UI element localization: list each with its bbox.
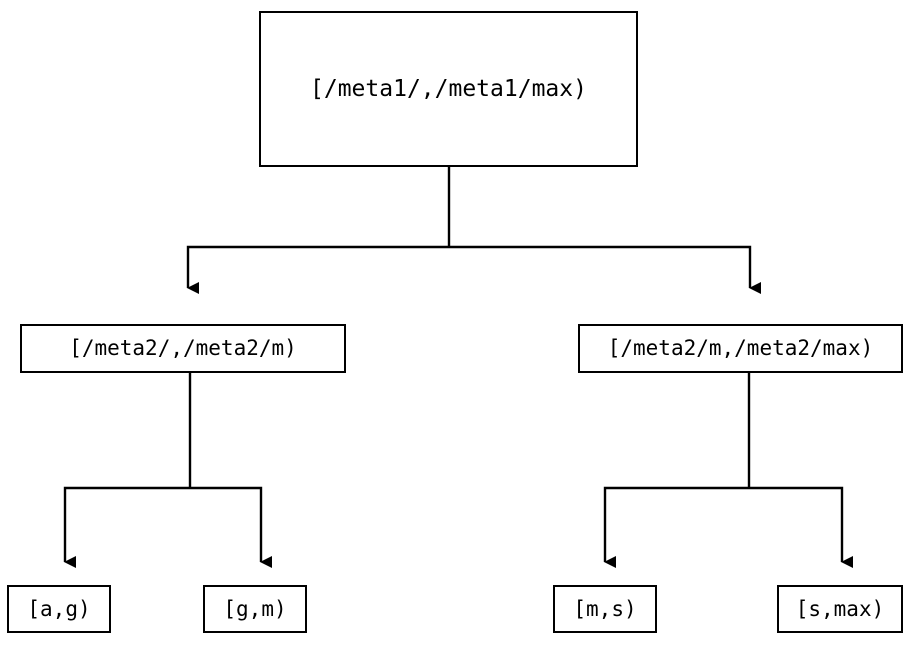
tree-node-leaf-gm-label: [g,m) — [223, 596, 287, 621]
edge-root-to-mid-right — [449, 245, 761, 294]
tree-node-mid-right[interactable]: [/meta2/m,/meta2/max) — [578, 324, 903, 373]
tree-node-mid-left-label: [/meta2/,/meta2/m) — [69, 336, 297, 360]
tree-node-root-label: [/meta1/,/meta1/max) — [310, 75, 587, 102]
tree-node-leaf-smax[interactable]: [s,max) — [777, 585, 903, 633]
tree-node-leaf-gm[interactable]: [g,m) — [203, 585, 307, 633]
edge-mid-left-to-leaf-gm — [190, 486, 272, 568]
tree-node-leaf-ag[interactable]: [a,g) — [7, 585, 111, 633]
tree-node-root[interactable]: [/meta1/,/meta1/max) — [259, 11, 638, 167]
edge-mid-right-to-leaf-ms — [603, 486, 749, 568]
tree-node-leaf-ms[interactable]: [m,s) — [553, 585, 657, 633]
tree-node-leaf-ag-label: [a,g) — [27, 596, 91, 621]
edge-mid-right-to-leaf-smax — [749, 486, 853, 568]
tree-node-leaf-ms-label: [m,s) — [573, 596, 637, 621]
tree-node-leaf-smax-label: [s,max) — [795, 596, 885, 621]
tree-node-mid-left[interactable]: [/meta2/,/meta2/m) — [20, 324, 346, 373]
edge-mid-left-to-leaf-ag — [63, 486, 190, 568]
tree-node-mid-right-label: [/meta2/m,/meta2/max) — [607, 336, 874, 360]
edge-root-to-mid-left — [186, 245, 449, 294]
